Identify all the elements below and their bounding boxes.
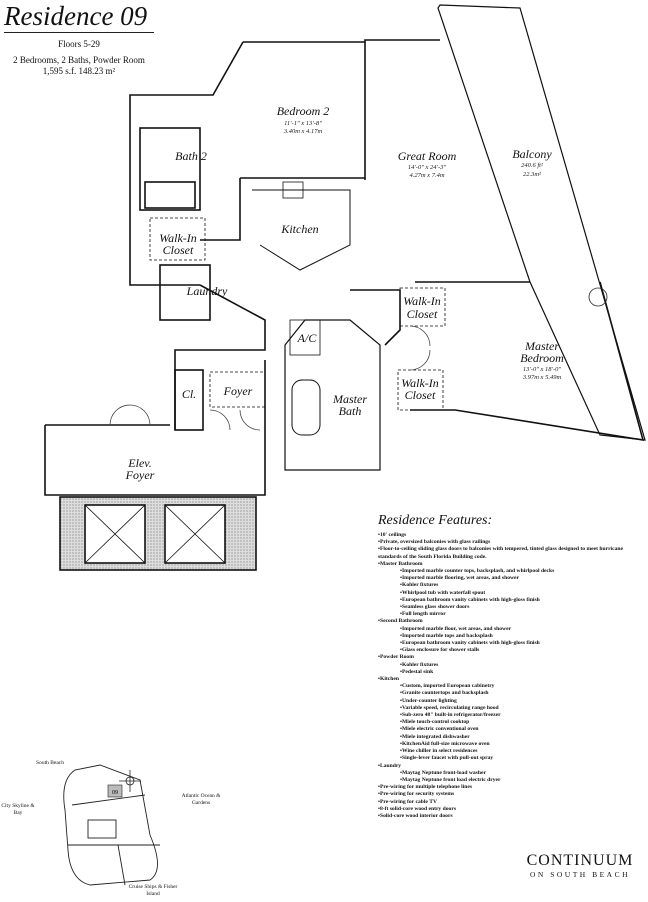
master-bedroom-dim-m: 3.97m x 5.49m (522, 374, 562, 381)
room-laundry: Laundry (186, 284, 228, 298)
bedroom2-dim-m: 3.40m x 4.17m (283, 128, 323, 135)
key-atlantic: Atlantic Ocean & Gardens (181, 793, 221, 806)
feature-subitem: Kohler fixtures (378, 662, 646, 669)
room-master-bath-1: Master (332, 392, 367, 406)
key-south-beach: South Beach (36, 760, 64, 766)
residence-features: Residence Features: 10' ceilingsPrivate,… (378, 513, 646, 820)
key-map (63, 764, 160, 886)
logo-tagline: ON SOUTH BEACH (529, 870, 630, 879)
room-ac: A/C (297, 331, 318, 345)
feature-subitem: Imported marble counter tops, backsplash… (378, 568, 646, 575)
walls (44, 4, 646, 571)
feature-subitem: Maytag Neptune front load electric dryer (378, 777, 646, 784)
residence-title: Residence 09 (4, 1, 148, 31)
feature-item: Master Bathroom (378, 561, 646, 568)
feature-item: Solid-core wood interior doors (378, 813, 646, 820)
feature-item: Pre-wiring for security systems (378, 791, 646, 798)
continuum-logo: CONTINUUM ON SOUTH BEACH (520, 852, 640, 879)
feature-subitem: Maytag Neptune front-load washer (378, 770, 646, 777)
feature-item: Pre-wiring for cable TV (378, 799, 646, 806)
feature-subitem: Under-counter lighting (378, 698, 646, 705)
walk-in-closet-1b: Closet (163, 243, 194, 257)
unit-09-highlight (107, 784, 123, 798)
room-kitchen: Kitchen (280, 222, 318, 236)
walk-in-closet-2a: Walk-In (403, 294, 441, 308)
feature-subitem: Variable speed, recirculating range hood (378, 705, 646, 712)
title-rule (4, 32, 154, 33)
features-list: 10' ceilingsPrivate, oversized balconies… (378, 532, 646, 820)
feature-subitem: European bathroom vanity cabinets with h… (378, 640, 646, 647)
room-bedroom2: Bedroom 2 (277, 104, 330, 118)
area-label: 1,595 s.f. 148.23 m² (42, 66, 116, 76)
feature-subitem: Miele touch-control cooktop (378, 719, 646, 726)
walk-in-closet-2b: Closet (407, 307, 438, 321)
rooms-summary: 2 Bedrooms, 2 Baths, Powder Room (13, 55, 145, 65)
feature-subitem: Miele integrated dishwasher (378, 734, 646, 741)
feature-subitem: Wine chiller in select residences (378, 748, 646, 755)
logo-name: CONTINUUM (526, 852, 634, 869)
balcony-area-ft: 240.6 ft² (521, 162, 544, 169)
feature-subitem: Miele electric conventional oven (378, 726, 646, 733)
feature-item: 10' ceilings (378, 532, 646, 539)
key-unit-number: 09 (112, 790, 118, 796)
feature-subitem: Sub-zero 48" built-in refrigerator/freez… (378, 712, 646, 719)
feature-subitem: Pedestal sink (378, 669, 646, 676)
feature-item: Laundry (378, 763, 646, 770)
compass-rose-icon (119, 770, 141, 792)
great-room-dim-ft: 14'-0" x 24'-3" (408, 164, 446, 171)
room-foyer: Foyer (223, 384, 253, 398)
key-cruise-ships: Cruise Ships & Fisher Island (128, 884, 178, 897)
room-bath2: Bath 2 (175, 149, 207, 163)
feature-item: Powder Room (378, 654, 646, 661)
feature-subitem: Imported marble floor, wet areas, and sh… (378, 626, 646, 633)
feature-item: Floor-to-ceiling sliding glass doors to … (378, 546, 646, 560)
room-great-room: Great Room (398, 149, 457, 163)
feature-subitem: Full length mirror (378, 611, 646, 618)
great-room-dim-m: 4.27m x 7.4m (409, 172, 444, 179)
feature-subitem: Kohler fixtures (378, 582, 646, 589)
room-balcony: Balcony (512, 147, 552, 161)
master-bedroom-dim-ft: 13'-0" x 18'-0" (523, 366, 561, 373)
feature-item: Private, oversized balconies with glass … (378, 539, 646, 546)
feature-subitem: Granite countertops and backsplash (378, 690, 646, 697)
feature-subitem: Imported marble flooring, wet areas, and… (378, 575, 646, 582)
room-elev-foyer-2: Foyer (125, 468, 155, 482)
feature-subitem: Single-lever faucet with pull-out spray (378, 755, 646, 762)
room-master-bedroom-1: Master (524, 339, 559, 353)
feature-item: Second Bathroom (378, 618, 646, 625)
room-elev-foyer-1: Elev. (127, 456, 151, 470)
feature-subitem: Glass enclosure for shower stalls (378, 647, 646, 654)
feature-subitem: Seamless glass shower doors (378, 604, 646, 611)
feature-item: Pre-wiring for multiple telephone lines (378, 784, 646, 791)
walk-in-closet-3a: Walk-In (401, 376, 439, 390)
bedroom2-dim-ft: 11'-1" x 13'-8" (284, 120, 322, 127)
feature-item: 8-ft solid-core wood entry doors (378, 806, 646, 813)
key-city-skyline: City Skyline & Bay (1, 803, 35, 816)
walk-in-closet-1a: Walk-In (159, 231, 197, 245)
room-master-bedroom-2: Bedroom (520, 351, 564, 365)
column-marker (588, 287, 608, 307)
feature-subitem: Imported marble tops and backsplash (378, 633, 646, 640)
floors-label: Floors 5-29 (58, 39, 100, 49)
feature-subitem: KitchenAid full-size microwave oven (378, 741, 646, 748)
feature-subitem: Custom, imported European cabinetry (378, 683, 646, 690)
room-master-bath-2: Bath (339, 404, 362, 418)
feature-item: Kitchen (378, 676, 646, 683)
balcony-area-m: 22.3m² (523, 171, 542, 178)
feature-subitem: Whirlpool tub with waterfall spout (378, 590, 646, 597)
doors (109, 325, 431, 431)
features-heading: Residence Features: (378, 513, 493, 528)
feature-subitem: European bathroom vanity cabinets with h… (378, 597, 646, 604)
walk-in-closet-3b: Closet (405, 388, 436, 402)
room-closet: Cl. (182, 387, 196, 401)
